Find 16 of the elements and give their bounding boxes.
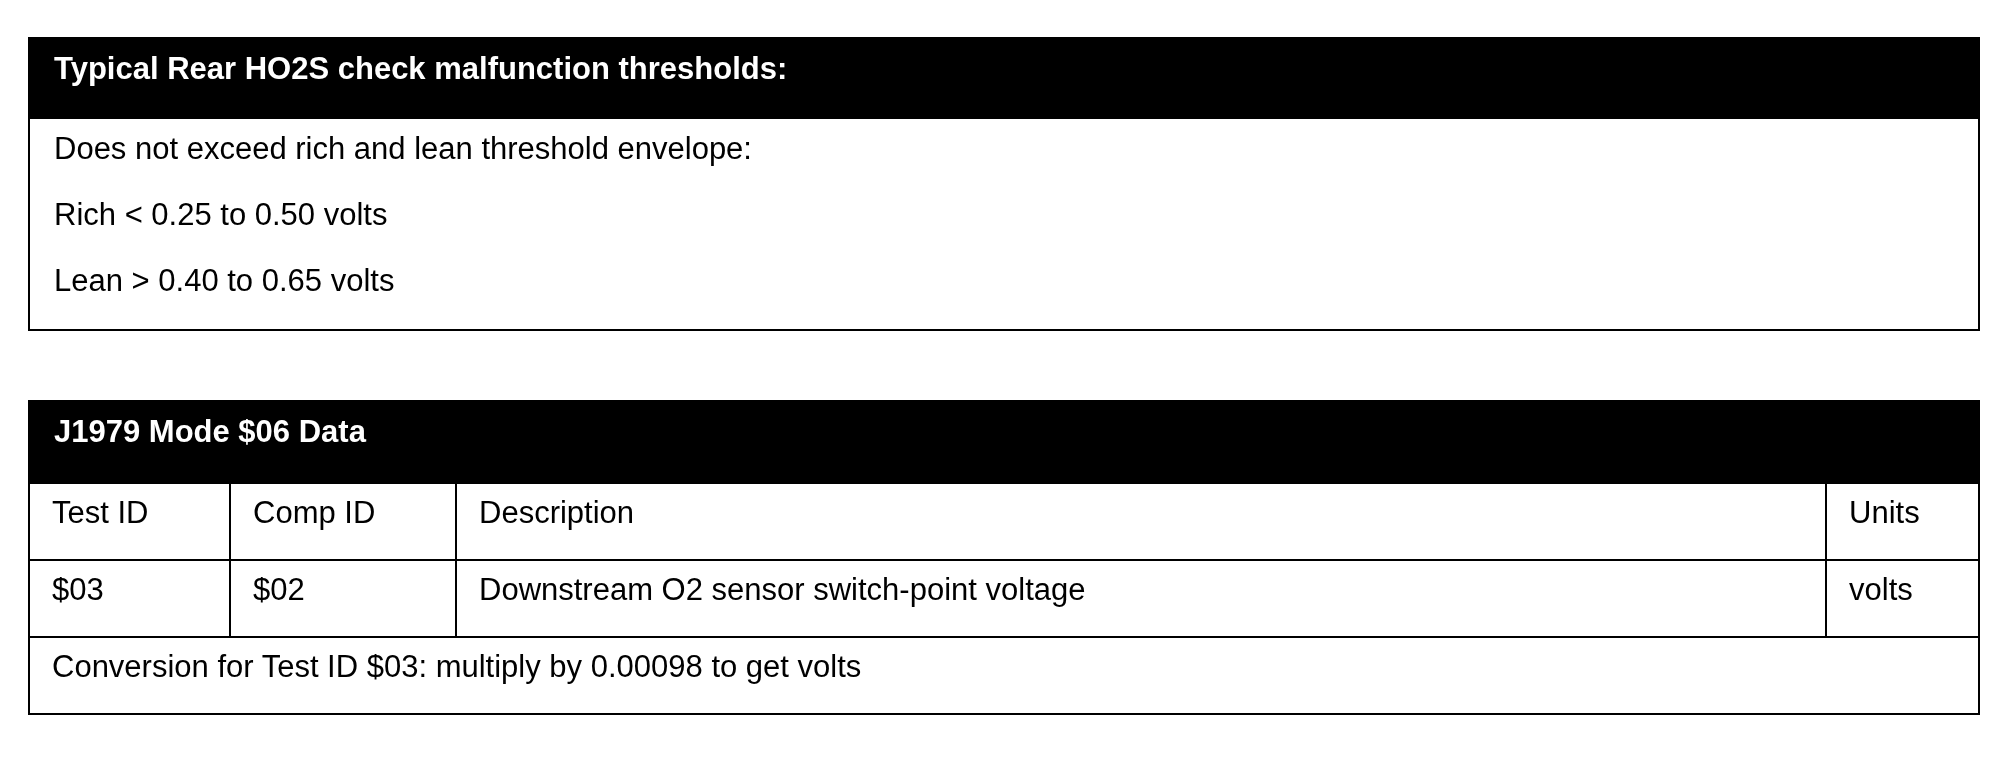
table-cell: volts [1825, 559, 1978, 636]
table-cell: Conversion for Test ID $03: multiply by 0.00098 to get volts [30, 636, 1978, 713]
threshold-table [28, 37, 1980, 331]
column-header: Comp ID [229, 482, 455, 559]
mode-data-table [28, 400, 1980, 715]
table-row-text: Does not exceed rich and lean threshold envelope: [53, 130, 753, 168]
table-row-text: Lean > 0.40 to 0.65 volts [53, 262, 396, 300]
table-cell: $03 [30, 559, 229, 636]
column-header: Description [455, 482, 1825, 559]
table-header: J1979 Mode $06 Data [30, 402, 1978, 482]
table-row-text: Rich < 0.25 to 0.50 volts [53, 196, 389, 234]
table-cell: $02 [229, 559, 455, 636]
column-header: Test ID [30, 482, 229, 559]
table-cell: Downstream O2 sensor switch-point voltage [455, 559, 1825, 636]
column-header: Units [1825, 482, 1978, 559]
table-header: Typical Rear HO2S check malfunction thresholds: [30, 39, 1978, 119]
